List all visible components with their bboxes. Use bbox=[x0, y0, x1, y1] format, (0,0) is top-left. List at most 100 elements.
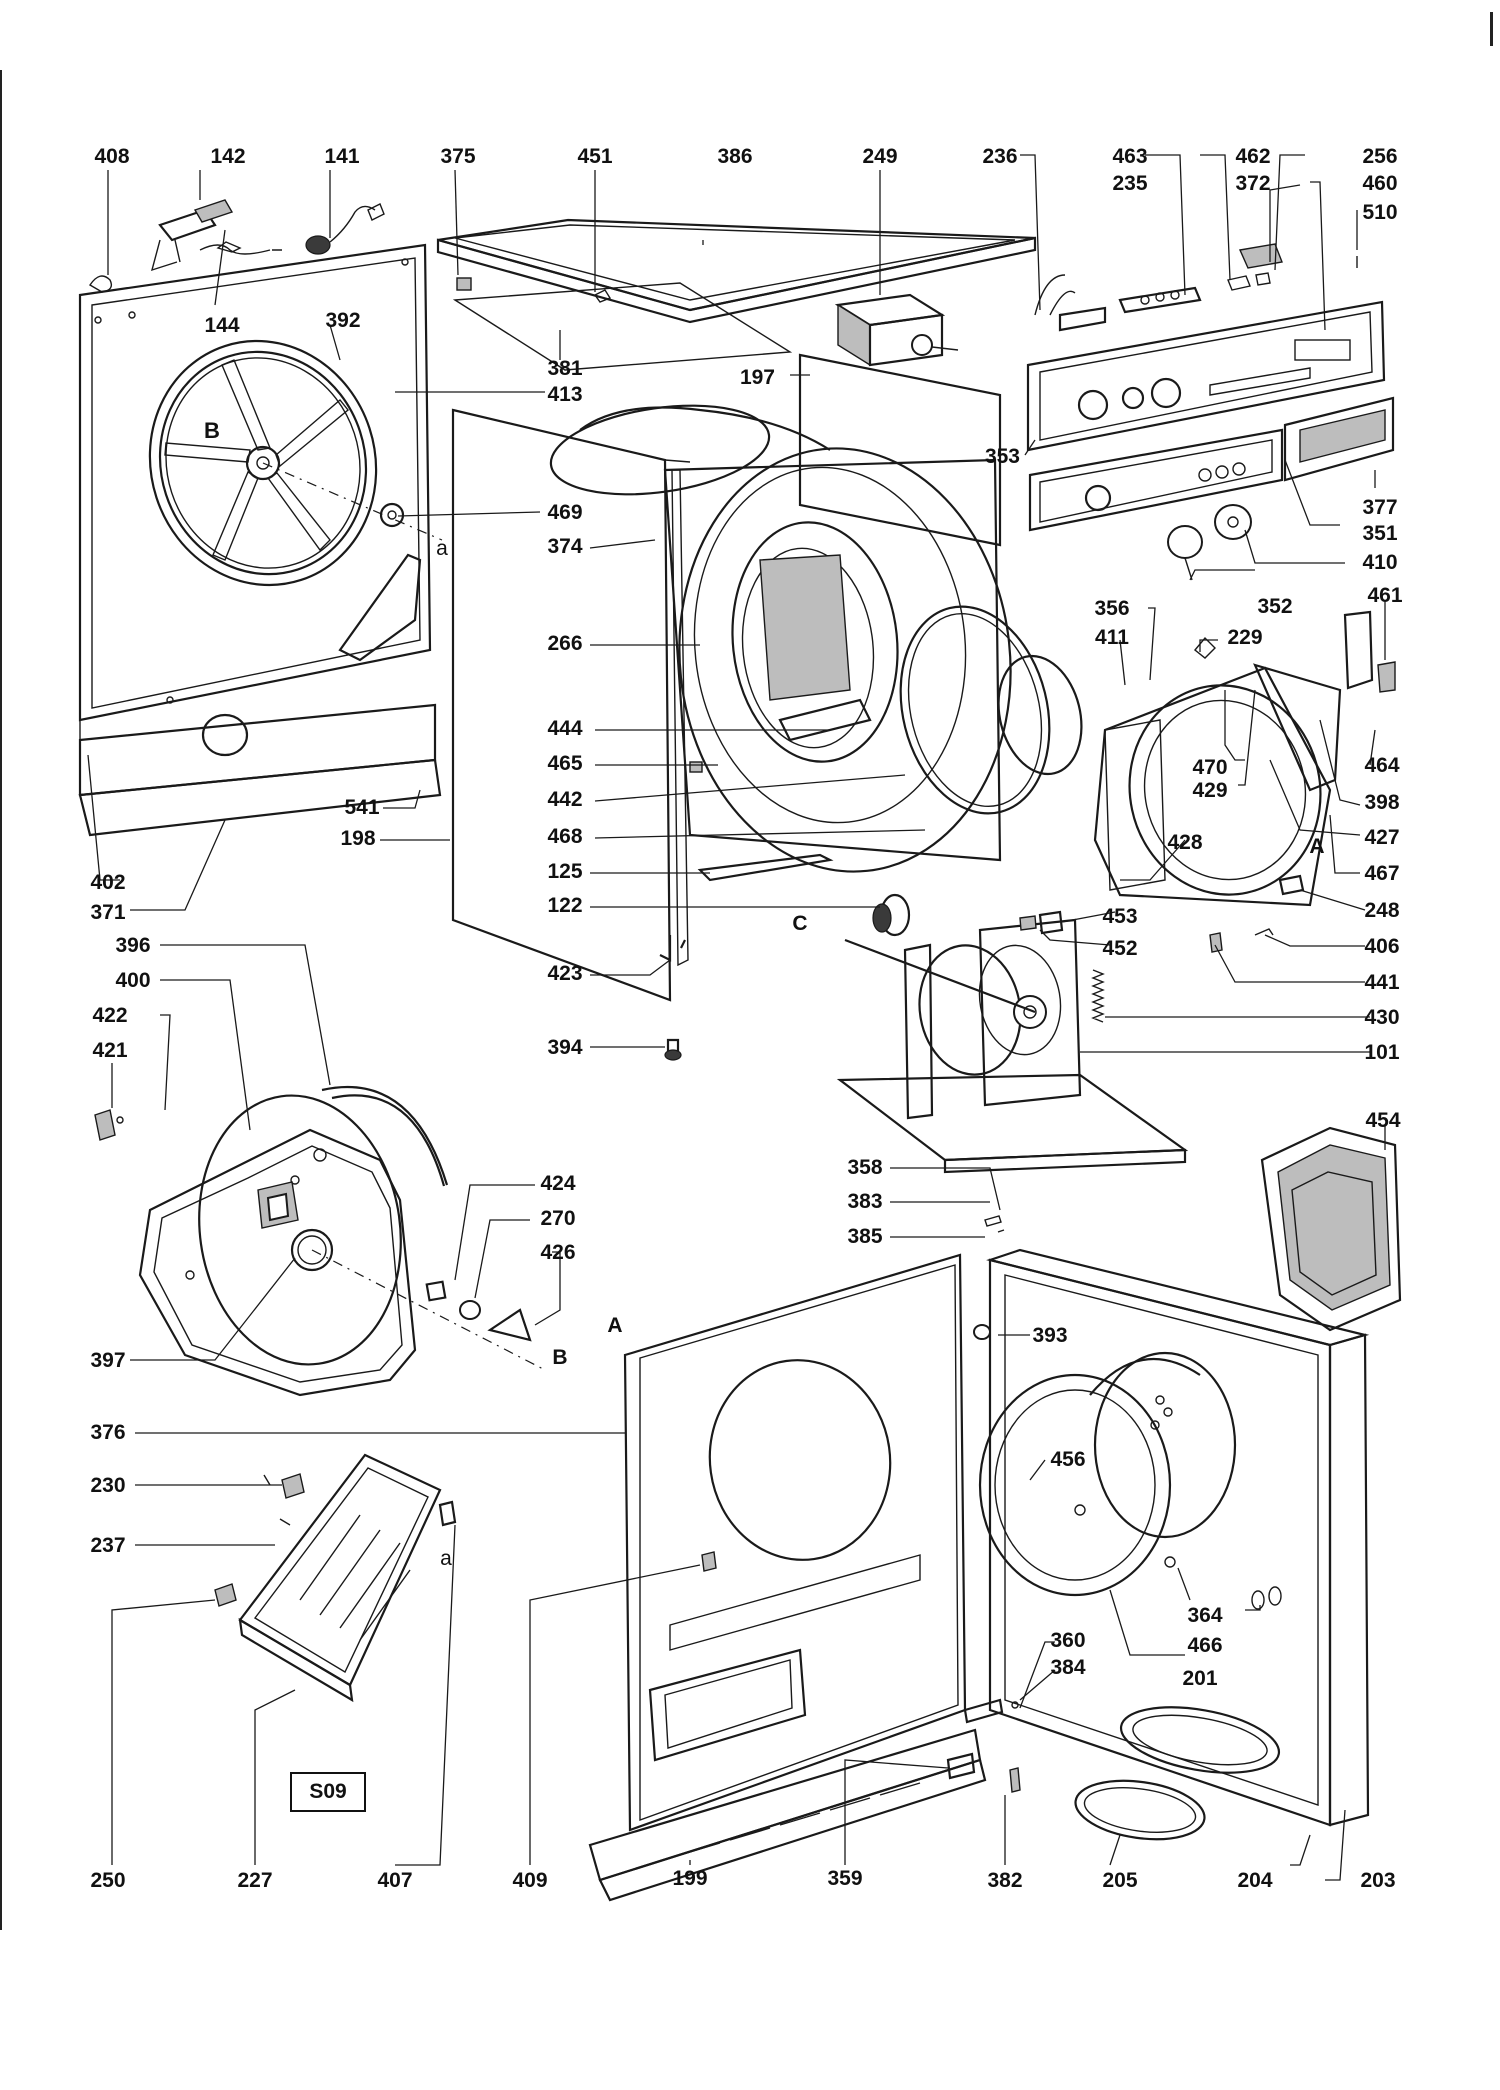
part-label: 199 bbox=[672, 1867, 708, 1890]
part-label: 386 bbox=[717, 145, 753, 168]
part-label: 266 bbox=[547, 632, 583, 655]
part-label: 201 bbox=[1182, 1667, 1218, 1690]
part-label: 426 bbox=[540, 1241, 576, 1264]
part-label: 454 bbox=[1365, 1109, 1401, 1132]
part-label: 377 bbox=[1362, 496, 1398, 519]
part-label: 461 bbox=[1367, 584, 1403, 607]
part-label: 402 bbox=[90, 871, 126, 894]
part-label: 463 bbox=[1112, 145, 1148, 168]
part-label: 428 bbox=[1167, 831, 1203, 854]
front-cover-drawing bbox=[946, 1248, 1370, 1841]
callout-letter: B bbox=[204, 418, 220, 443]
part-label: 422 bbox=[92, 1004, 128, 1027]
part-label: 236 bbox=[982, 145, 1018, 168]
part-label: 468 bbox=[547, 825, 583, 848]
part-label: 230 bbox=[90, 1474, 126, 1497]
part-label: 382 bbox=[987, 1869, 1023, 1892]
control-fascia-drawing bbox=[1026, 243, 1395, 581]
part-label: 101 bbox=[1364, 1041, 1400, 1064]
part-label: 462 bbox=[1235, 145, 1271, 168]
part-label: 413 bbox=[547, 383, 583, 406]
part-label: 248 bbox=[1364, 899, 1400, 922]
part-label: 364 bbox=[1187, 1604, 1223, 1627]
part-label: 237 bbox=[90, 1534, 126, 1557]
part-label: 125 bbox=[547, 860, 583, 883]
part-label: 456 bbox=[1050, 1448, 1086, 1471]
part-label: 197 bbox=[739, 366, 775, 389]
part-label: 424 bbox=[540, 1172, 576, 1195]
part-label: 198 bbox=[340, 827, 376, 850]
part-label: 396 bbox=[115, 934, 151, 957]
front-ring-drawing bbox=[1093, 610, 1396, 953]
part-label: 235 bbox=[1112, 172, 1148, 195]
back-panel-drawing bbox=[78, 243, 443, 837]
part-label: 469 bbox=[547, 501, 583, 524]
part-label: 408 bbox=[94, 145, 130, 168]
rear-drum-panel-drawing bbox=[94, 1085, 546, 1397]
part-label: 470 bbox=[1192, 756, 1228, 779]
front-panel-drawing bbox=[588, 1215, 1005, 1902]
heater-element-drawing bbox=[214, 1453, 457, 1703]
part-label: 229 bbox=[1227, 626, 1263, 649]
part-label: 411 bbox=[1095, 626, 1129, 649]
part-label: 384 bbox=[1050, 1656, 1086, 1679]
part-label: 429 bbox=[1192, 779, 1228, 802]
part-label: 250 bbox=[90, 1869, 126, 1892]
part-label: 385 bbox=[847, 1225, 883, 1248]
part-label: 392 bbox=[325, 309, 361, 332]
part-label: 203 bbox=[1360, 1869, 1396, 1892]
part-label: 353 bbox=[984, 445, 1020, 468]
motor-drawing bbox=[836, 893, 1189, 1174]
part-label: 359 bbox=[827, 1867, 863, 1890]
page-margin-rule bbox=[0, 70, 2, 1930]
callout-letter: B bbox=[552, 1346, 568, 1369]
part-label: 466 bbox=[1187, 1634, 1223, 1657]
part-label: 451 bbox=[577, 145, 613, 168]
part-label: 444 bbox=[547, 717, 583, 740]
part-label: 400 bbox=[115, 969, 151, 992]
part-label: 360 bbox=[1050, 1629, 1086, 1652]
part-label: 460 bbox=[1362, 172, 1398, 195]
part-label: 407 bbox=[377, 1869, 413, 1892]
part-label: 452 bbox=[1102, 937, 1138, 960]
part-label: 376 bbox=[90, 1421, 126, 1444]
part-label: 393 bbox=[1032, 1324, 1068, 1347]
part-label: 249 bbox=[862, 145, 898, 168]
top-lid-drawing bbox=[436, 218, 1037, 371]
part-label: 406 bbox=[1364, 935, 1400, 958]
part-label: 141 bbox=[324, 145, 360, 168]
diagram-ref-code: S09 bbox=[290, 1772, 366, 1812]
part-label: 205 bbox=[1102, 1869, 1138, 1892]
heater-box-drawing bbox=[834, 293, 959, 367]
filter-drawing bbox=[1260, 1126, 1402, 1332]
part-label: 453 bbox=[1102, 905, 1138, 928]
part-label: 394 bbox=[547, 1036, 583, 1059]
callout-letter: a bbox=[440, 1547, 452, 1570]
callout-letter: a bbox=[436, 537, 448, 560]
part-label: 467 bbox=[1364, 862, 1400, 885]
part-label: 372 bbox=[1235, 172, 1271, 195]
part-label: 122 bbox=[547, 894, 583, 917]
part-label: 430 bbox=[1364, 1006, 1400, 1029]
part-label: 256 bbox=[1362, 145, 1398, 168]
part-label: 142 bbox=[210, 145, 246, 168]
part-label: 397 bbox=[90, 1349, 126, 1372]
part-label: 356 bbox=[1094, 597, 1130, 620]
part-label: 270 bbox=[540, 1207, 576, 1230]
part-label: 442 bbox=[547, 788, 583, 811]
scan-edge-mark bbox=[1490, 12, 1493, 46]
part-label: 409 bbox=[512, 1869, 548, 1892]
part-label: 464 bbox=[1364, 754, 1400, 777]
part-label: 371 bbox=[90, 901, 126, 924]
part-label: 227 bbox=[237, 1869, 273, 1892]
callout-letter: A bbox=[1309, 835, 1325, 858]
part-label: 381 bbox=[547, 357, 583, 380]
part-label: 410 bbox=[1362, 551, 1398, 574]
part-label: 427 bbox=[1364, 826, 1400, 849]
callout-letter: A bbox=[607, 1314, 623, 1337]
part-label: 423 bbox=[547, 962, 583, 985]
part-label: 358 bbox=[847, 1156, 883, 1179]
part-label: 421 bbox=[92, 1039, 128, 1062]
part-label: 441 bbox=[1364, 971, 1400, 994]
